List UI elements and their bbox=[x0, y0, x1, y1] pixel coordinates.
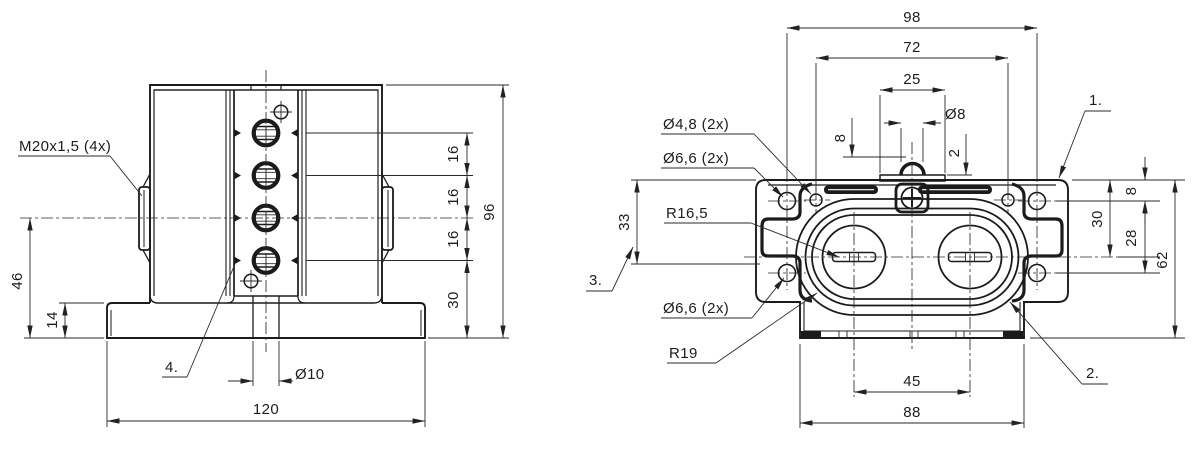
item-1-callout: 1. bbox=[1058, 92, 1111, 179]
item-1-label: 1. bbox=[1089, 92, 1102, 109]
dim-96: 96 bbox=[481, 85, 506, 338]
mounting-foot-left bbox=[801, 331, 821, 338]
dim-45-text: 45 bbox=[903, 373, 921, 390]
dim-dia10-text: Ø10 bbox=[295, 366, 325, 383]
item-3-label: 3. bbox=[589, 272, 602, 289]
dia-4-8-label: Ø4,8 (2x) bbox=[663, 116, 729, 133]
front-view: 46 14 96 16 16 16 30 120 Ø10 bbox=[9, 70, 509, 427]
dim-16-text-3: 16 bbox=[445, 230, 462, 248]
dim-88-text: 88 bbox=[903, 404, 921, 421]
dim-14: 14 bbox=[44, 303, 68, 338]
item-4-label: 4. bbox=[165, 359, 178, 376]
cable-gland-left bbox=[138, 186, 151, 251]
dim-28-text: 28 bbox=[1123, 229, 1140, 247]
top-center-details bbox=[824, 161, 992, 214]
dim-14-text: 14 bbox=[44, 311, 61, 329]
pilot-hole-top bbox=[270, 101, 292, 123]
dim-25: 25 bbox=[880, 71, 945, 93]
dia-6-6-bottom-callout: Ø6,6 (2x) bbox=[661, 277, 785, 319]
r19-label: R19 bbox=[669, 345, 698, 362]
dia-6-6-bottom-label: Ø6,6 (2x) bbox=[663, 300, 729, 317]
front-extension-lines bbox=[24, 84, 509, 427]
r19-callout: R19 bbox=[667, 292, 818, 364]
thread-label: M20x1,5 (4x) bbox=[19, 138, 111, 155]
dim-8-top-text: 8 bbox=[832, 134, 849, 143]
dim-28: 28 bbox=[1123, 201, 1148, 273]
dim-30-right-text: 30 bbox=[1089, 210, 1106, 228]
mounting-foot-right bbox=[1003, 331, 1023, 338]
dim-2-text: 2 bbox=[946, 149, 963, 158]
top-view: 98 72 25 Ø8 8 2 8 30 bbox=[586, 9, 1185, 428]
dim-45: 45 bbox=[854, 373, 970, 395]
dim-8-top: 8 bbox=[832, 118, 855, 157]
mounting-plate bbox=[879, 174, 946, 182]
pocket-contour-left bbox=[760, 182, 813, 303]
item-2-label: 2. bbox=[1086, 365, 1099, 382]
dim-62: 62 bbox=[1154, 180, 1178, 338]
r16-5-label: R16,5 bbox=[666, 205, 708, 222]
r16-5-callout: R16,5 bbox=[664, 205, 840, 258]
item-4-callout: 4. bbox=[162, 263, 236, 378]
dim-2: 2 bbox=[946, 134, 969, 175]
dim-46: 46 bbox=[9, 218, 33, 338]
dome-boss bbox=[899, 161, 926, 176]
dim-96-text: 96 bbox=[481, 203, 498, 221]
dim-dia8: Ø8 bbox=[884, 106, 966, 126]
dim-8-right: 8 bbox=[1123, 157, 1148, 224]
dim-88: 88 bbox=[800, 404, 1024, 426]
dim-72: 72 bbox=[816, 39, 1008, 61]
top-view-centerlines bbox=[744, 142, 1118, 397]
pilot-hole-bottom bbox=[240, 270, 262, 292]
dim-8-right-text: 8 bbox=[1123, 187, 1140, 196]
dim-62-text: 62 bbox=[1154, 251, 1171, 269]
pocket-contour-right bbox=[1011, 182, 1064, 303]
dim-16-chain: 16 16 16 30 bbox=[445, 133, 470, 338]
dim-16-text-1: 16 bbox=[445, 145, 462, 163]
dim-25-text: 25 bbox=[903, 71, 921, 88]
dim-dia8-text: Ø8 bbox=[945, 106, 966, 123]
dim-46-text: 46 bbox=[9, 272, 26, 290]
dim-30-text: 30 bbox=[445, 291, 462, 309]
item-2-callout: 2. bbox=[1009, 301, 1108, 385]
cable-gland-right bbox=[381, 186, 394, 251]
dim-16-text-2: 16 bbox=[445, 188, 462, 206]
dim-120: 120 bbox=[107, 401, 425, 424]
dim-98-text: 98 bbox=[903, 9, 921, 26]
top-extension-lines bbox=[631, 33, 1185, 428]
thread-callout: M20x1,5 (4x) bbox=[18, 138, 143, 197]
item-3-callout: 3. bbox=[586, 246, 634, 292]
dim-33-text: 33 bbox=[616, 213, 633, 231]
dim-30-right: 30 bbox=[1089, 180, 1113, 257]
dim-dia10: Ø10 bbox=[228, 366, 325, 384]
dia-6-6-top-callout: Ø6,6 (2x) bbox=[661, 150, 784, 198]
dia-6-6-top-label: Ø6,6 (2x) bbox=[663, 150, 729, 167]
dia-4-8-callout: Ø4,8 (2x) bbox=[661, 116, 812, 195]
dim-33: 33 bbox=[616, 180, 640, 264]
dim-72-text: 72 bbox=[903, 39, 921, 56]
dim-120-text: 120 bbox=[253, 401, 279, 418]
dim-98: 98 bbox=[787, 9, 1037, 31]
